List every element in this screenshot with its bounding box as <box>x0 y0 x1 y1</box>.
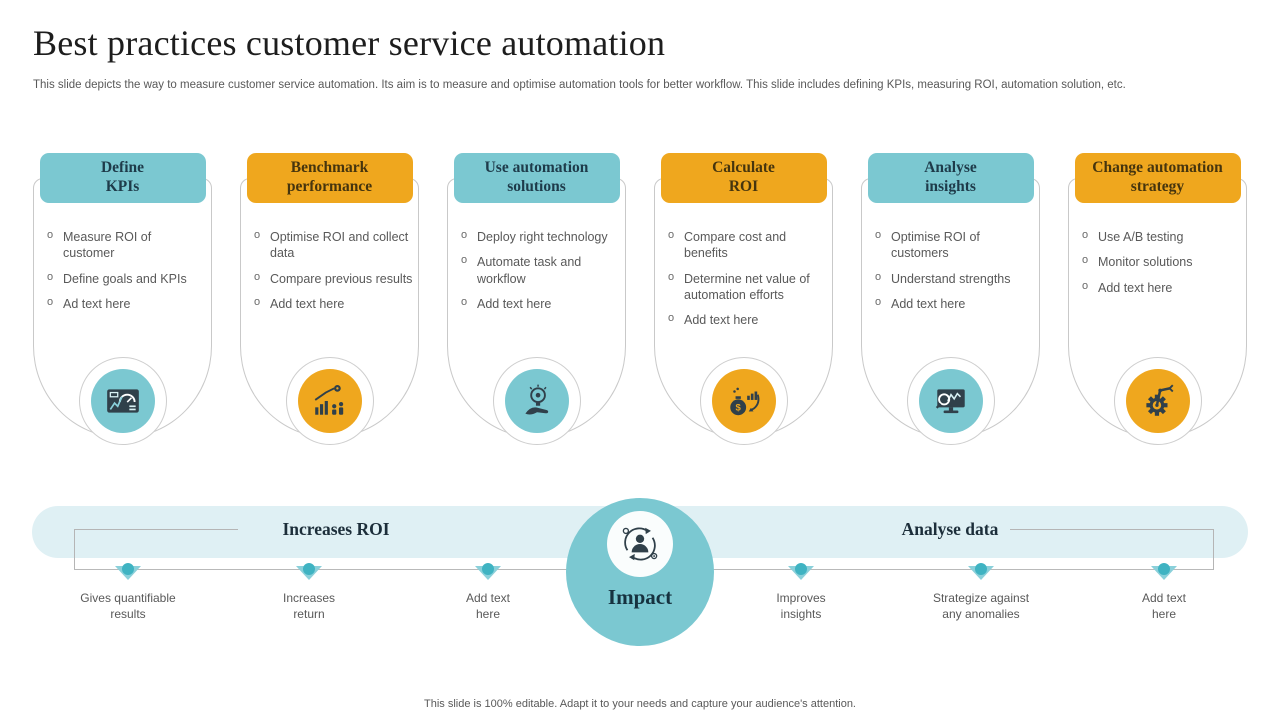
icon-ring <box>285 357 374 445</box>
monitor-search-icon <box>935 389 965 414</box>
bullet-item: Deploy right technology <box>456 228 620 245</box>
card-title: Use automation solutions <box>453 153 620 203</box>
impact-icon-holder <box>607 511 673 577</box>
icon-ring <box>78 357 167 445</box>
growth-analysis-icon <box>314 384 343 415</box>
milestone-label: Increases return <box>282 591 336 621</box>
process-card-define-kpis: Define KPIs Measure ROI of customer Defi… <box>33 153 212 445</box>
slide-subtitle: This slide depicts the way to measure cu… <box>33 79 1126 91</box>
bullet-list: Measure ROI of customer Define goals and… <box>42 228 206 321</box>
bullet-list: Compare cost and benefits Determine net … <box>663 228 827 337</box>
idea-bulb-hand-icon <box>524 384 548 415</box>
milestone: Add text here <box>1079 562 1249 622</box>
bullet-item: Ad text here <box>42 295 206 312</box>
footer-note: This slide is 100% editable. Adapt it to… <box>424 698 856 710</box>
milestone-marker-icon <box>224 562 394 582</box>
bullet-item: Define goals and KPIs <box>42 269 206 287</box>
kpi-dashboard-icon <box>106 389 139 413</box>
icon-ring <box>492 357 581 445</box>
section-heading-analyse-data: Analyse data <box>901 519 999 539</box>
svg-text:$: $ <box>735 403 741 414</box>
bullet-item: Automate task and workflow <box>456 253 620 287</box>
left-connector-vertical <box>74 529 75 570</box>
page-title: Best practices customer service automati… <box>33 23 666 63</box>
card-title: Calculate ROI <box>660 153 827 203</box>
bullet-item: Measure ROI of customer <box>42 228 206 262</box>
milestone-label: Gives quantifiable results <box>80 591 176 621</box>
milestone: Improves insights <box>716 562 886 622</box>
milestone-label: Add text here <box>1141 591 1187 621</box>
impact-circle: Impact <box>566 498 714 646</box>
milestone-marker-icon <box>1079 562 1249 582</box>
icon-circle <box>1125 369 1190 433</box>
process-card-analyse-insights: Analyse insights Optimise ROI of custome… <box>861 153 1040 445</box>
milestone-label: Improves insights <box>776 591 826 621</box>
bullet-item: Use A/B testing <box>1077 228 1241 245</box>
milestone-marker-icon <box>403 562 573 582</box>
right-connector-horizontal <box>1010 529 1213 530</box>
bullet-item: Add text here <box>249 295 413 312</box>
bullet-item: Optimise ROI of customers <box>870 228 1034 262</box>
robotic-gear-icon <box>1145 384 1173 416</box>
milestone-marker-icon <box>896 562 1066 582</box>
bullet-item: Add text here <box>1077 278 1241 296</box>
section-heading-increases-roi: Increases ROI <box>282 519 390 539</box>
bullet-list: Optimise ROI and collect data Compare pr… <box>249 228 413 321</box>
icon-circle: $ <box>711 369 776 433</box>
bullet-list: Deploy right technology Automate task an… <box>456 228 620 321</box>
bullet-item: Understand strengths <box>870 269 1034 287</box>
milestone-label: Strategize against any anomalies <box>932 591 1030 621</box>
milestone-label: Add text here <box>465 591 511 621</box>
icon-circle <box>504 369 569 433</box>
process-card-use-automation-solutions: Use automation solutions Deploy right te… <box>447 153 626 445</box>
icon-ring: $ <box>699 357 788 445</box>
bullet-list: Use A/B testing Monitor solutions Add te… <box>1077 228 1241 305</box>
icon-circle <box>918 369 983 433</box>
right-connector-vertical <box>1213 529 1214 570</box>
milestone: Increases return <box>224 562 394 622</box>
card-title: Define KPIs <box>39 153 206 203</box>
milestone: Add text here <box>403 562 573 622</box>
impact-person-cycle-icon <box>622 527 658 561</box>
card-title: Benchmark performance <box>246 153 413 203</box>
money-return-icon: $ <box>729 387 759 416</box>
left-connector-horizontal <box>74 529 238 530</box>
bullet-list: Optimise ROI of customers Understand str… <box>870 228 1034 321</box>
bullet-item: Add text here <box>456 295 620 312</box>
bullet-item: Add text here <box>663 311 827 328</box>
milestone: Gives quantifiable results <box>43 562 213 622</box>
milestone-marker-icon <box>43 562 213 582</box>
bullet-item: Monitor solutions <box>1077 253 1241 270</box>
milestone: Strategize against any anomalies <box>896 562 1066 622</box>
icon-circle <box>90 369 155 433</box>
bullet-item: Determine net value of automation effort… <box>663 270 827 304</box>
impact-label: Impact <box>607 585 673 609</box>
process-card-calculate-roi: Calculate ROI Compare cost and benefits … <box>654 153 833 445</box>
bullet-item: Optimise ROI and collect data <box>249 228 413 262</box>
bullet-item: Compare cost and benefits <box>663 228 827 262</box>
bullet-item: Add text here <box>870 295 1034 312</box>
icon-ring <box>1113 357 1202 445</box>
milestone-marker-icon <box>716 562 886 582</box>
process-card-benchmark-performance: Benchmark performance Optimise ROI and c… <box>240 153 419 445</box>
card-title: Change automation strategy <box>1074 153 1241 203</box>
bullet-item: Compare previous results <box>249 269 413 287</box>
process-card-change-automation-strategy: Change automation strategy Use A/B testi… <box>1068 153 1247 445</box>
icon-ring <box>906 357 995 445</box>
card-title: Analyse insights <box>867 153 1034 203</box>
icon-circle <box>297 369 362 433</box>
